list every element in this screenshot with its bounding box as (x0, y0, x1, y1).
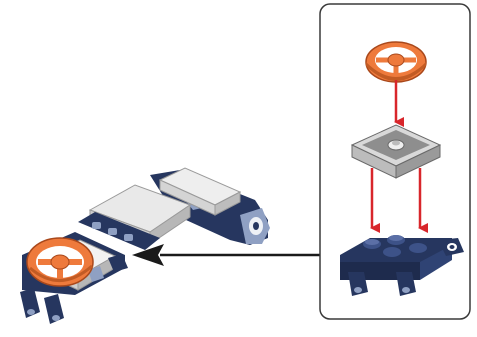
callout-box (320, 4, 470, 319)
orange-steering-wheel-icon (27, 238, 93, 286)
main-model-assembly (20, 168, 270, 324)
callout-steering-wheel (366, 42, 426, 82)
pointer-arrow (132, 244, 322, 266)
